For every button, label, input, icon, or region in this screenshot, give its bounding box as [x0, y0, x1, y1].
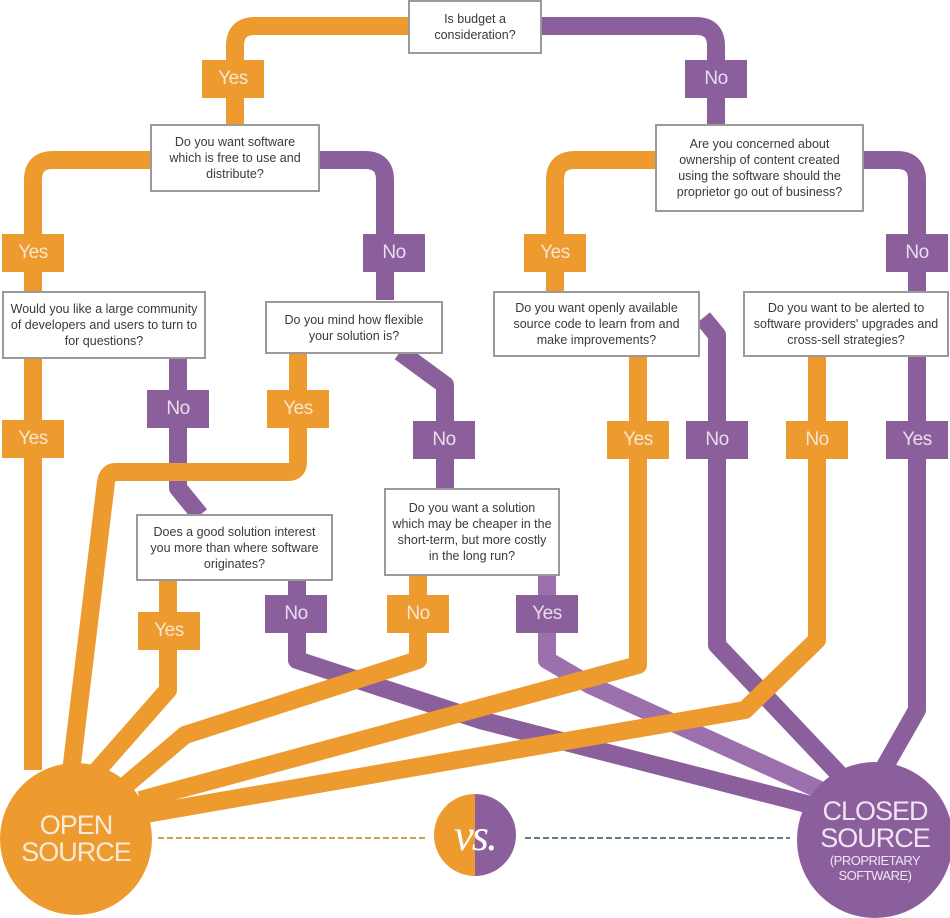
answer-src-no: No	[686, 421, 748, 459]
closed-source-line1: CLOSED	[822, 796, 928, 826]
answer-good-yes: Yes	[138, 612, 200, 650]
question-alerted: Do you want to be alerted to software pr…	[743, 291, 949, 357]
answer-good-no: No	[265, 595, 327, 633]
closed-source-sub2: SOFTWARE)	[838, 868, 912, 883]
vs-badge: vs.	[434, 794, 516, 876]
answer-src-yes: Yes	[607, 421, 669, 459]
answer-own-no: No	[886, 234, 948, 272]
question-source-code: Do you want openly available source code…	[493, 291, 700, 357]
path-src-no	[696, 312, 847, 782]
open-source-line2: SOURCE	[21, 837, 132, 867]
outcome-open-source: OPEN SOURCE	[0, 763, 152, 915]
path-flex-yes	[61, 352, 307, 782]
answer-cheap-yes: Yes	[516, 595, 578, 633]
answer-budget-no: No	[685, 60, 747, 98]
answer-comm-no: No	[147, 390, 209, 428]
answer-free-no: No	[363, 234, 425, 272]
outcome-closed-source: CLOSED SOURCE (PROPRIETARY SOFTWARE)	[797, 762, 950, 918]
question-free-to-use: Do you want software which is free to us…	[150, 124, 320, 192]
question-flexible: Do you mind how flexible your solution i…	[265, 301, 443, 354]
question-cheaper: Do you want a solution which may be chea…	[384, 488, 560, 576]
path-budget-no	[540, 17, 725, 128]
question-ownership: Are you concerned about ownership of con…	[655, 124, 864, 212]
path-free-yes	[24, 151, 152, 292]
question-good-solution: Does a good solution interest you more t…	[136, 514, 333, 581]
answer-flex-no: No	[413, 421, 475, 459]
answer-alert-no: No	[786, 421, 848, 459]
path-own-yes	[546, 151, 657, 292]
question-budget: Is budget a consideration?	[408, 0, 542, 54]
open-source-line1: OPEN	[39, 810, 114, 840]
question-community: Would you like a large community of deve…	[2, 291, 206, 359]
path-comm-no	[169, 358, 207, 521]
answer-own-yes: Yes	[524, 234, 586, 272]
path-budget-yes	[226, 17, 410, 128]
closed-source-sub1: (PROPRIETARY	[829, 853, 921, 868]
answer-flex-yes: Yes	[267, 390, 329, 428]
answer-alert-yes: Yes	[886, 421, 948, 459]
answer-budget-yes: Yes	[202, 60, 264, 98]
closed-source-line2: SOURCE	[820, 823, 931, 853]
answer-cheap-no: No	[387, 595, 449, 633]
path-alert-yes	[872, 355, 926, 780]
path-own-no	[862, 151, 926, 292]
path-alert-no	[138, 355, 826, 824]
answer-free-yes: Yes	[2, 234, 64, 272]
path-free-no	[318, 151, 394, 300]
answer-comm-yes: Yes	[2, 420, 64, 458]
vs-text: vs.	[454, 810, 498, 860]
